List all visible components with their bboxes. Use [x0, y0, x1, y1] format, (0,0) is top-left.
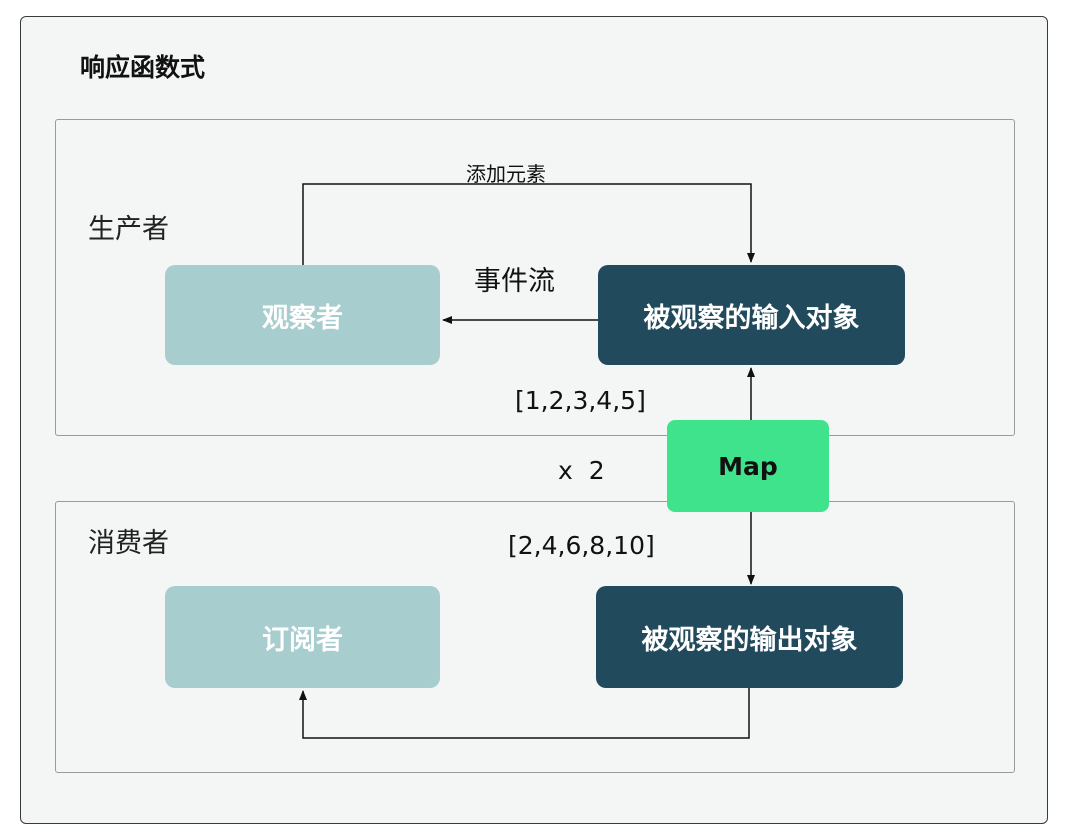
map-box: Map: [667, 420, 829, 512]
producer-label: 生产者: [88, 214, 169, 245]
multiplier-label: x 2: [558, 456, 605, 485]
subscriber-box: 订阅者: [165, 586, 440, 688]
observable-input-box: 被观察的输入对象: [598, 265, 905, 365]
output-to-subscriber-arrow: [299, 688, 750, 739]
output-values-label: [2,4,6,8,10]: [508, 531, 655, 560]
consumer-label: 消费者: [88, 528, 169, 559]
add-element-arrow: [302, 183, 755, 265]
add-element-label: 添加元素: [466, 162, 546, 186]
observable-output-box: 被观察的输出对象: [596, 586, 903, 688]
input-values-label: [1,2,3,4,5]: [515, 386, 646, 415]
diagram-title: 响应函数式: [80, 53, 206, 82]
event-stream-label: 事件流: [474, 266, 555, 297]
observer-box: 观察者: [165, 265, 440, 365]
